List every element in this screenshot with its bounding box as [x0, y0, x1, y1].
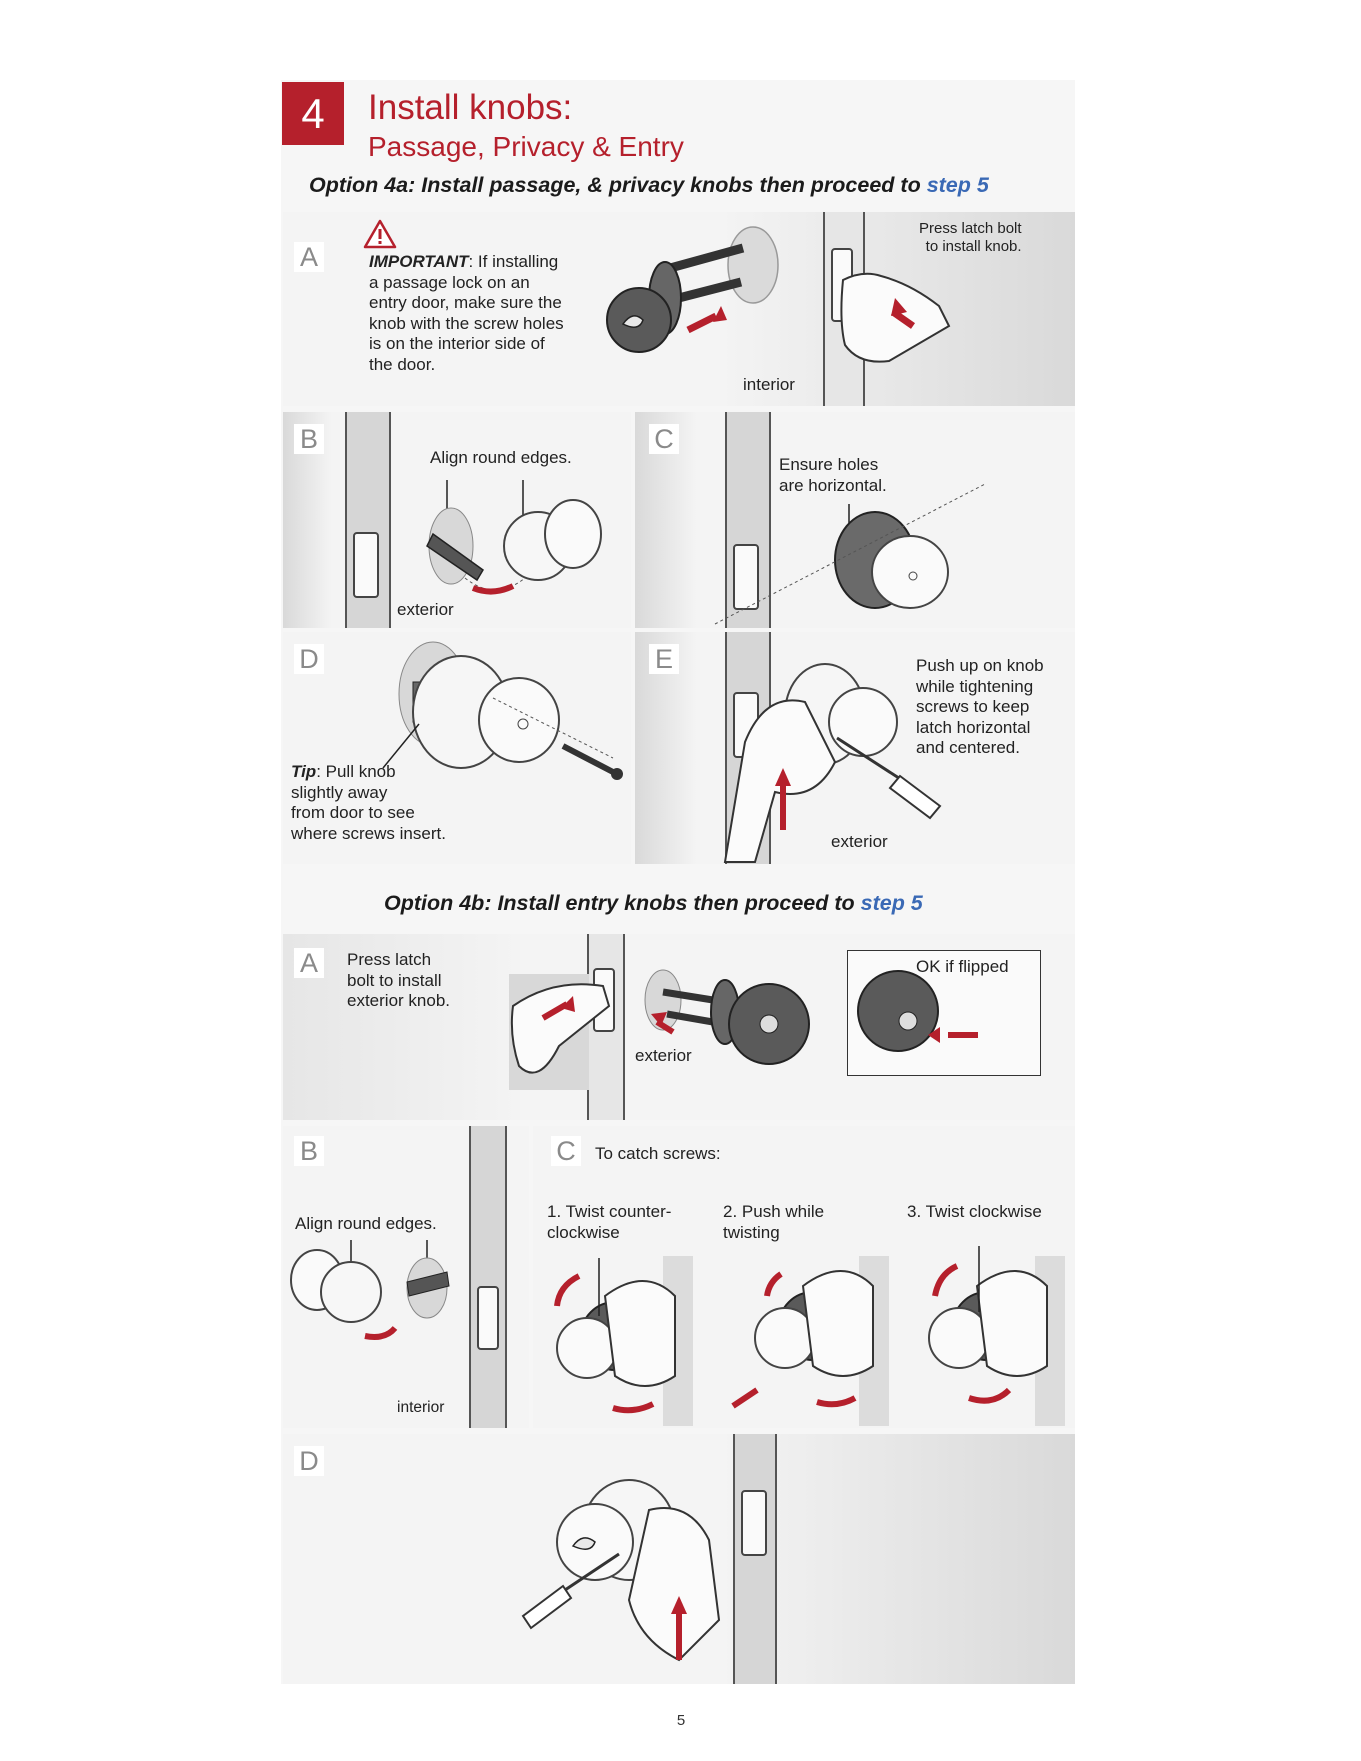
page-number: 5 [676, 1712, 686, 1729]
option-4b-heading-text: Option 4b: Install entry knobs then proc… [384, 891, 861, 915]
option-4b-step-link[interactable]: step 5 [860, 891, 923, 915]
exterior-label-4a-e: exterior [831, 832, 888, 851]
panel-4a-e: E Push up on knob while tightening screw… [635, 632, 1075, 864]
catch-screws-label: To catch screws: [595, 1144, 721, 1163]
interior-label-4a-a: interior [743, 375, 795, 394]
tip-label: Tip [291, 762, 317, 781]
interior-label-4b-b: interior [397, 1399, 445, 1416]
important-label: IMPORTANT [369, 252, 469, 271]
press-latch-label-4b: Press latch bolt to install exterior kno… [347, 950, 450, 1010]
step-letter-4a-d: D [294, 644, 324, 674]
align-edges-illustration [426, 480, 602, 595]
pull-knob-illustration [382, 641, 623, 780]
catch-step-2: 2. Push while twisting [723, 1202, 825, 1242]
panel-4a-a: A IMPORTANT: If installing a passage loc… [283, 212, 1075, 406]
final-tighten-illustration [521, 1479, 721, 1662]
align-edges-4b-illustration [290, 1240, 450, 1340]
push-while-twisting-illustration [731, 1256, 889, 1426]
ensure-holes-label: Ensure holes are horizontal. [779, 455, 887, 495]
step-letter-4b-a: A [294, 948, 324, 978]
panel-4a-d: D Tip: Pull knob slightly away from door… [283, 632, 631, 864]
horizontal-holes-illustration [714, 483, 986, 625]
panel-4a-b: B Align round edges. exterior [283, 412, 631, 628]
panel-4b-a: A Press latch bolt to install exterior k… [283, 934, 1075, 1120]
catch-step-3: 3. Twist clockwise [907, 1202, 1042, 1221]
option-4a-heading-text: Option 4a: Install passage, & privacy kn… [309, 173, 927, 197]
align-label-4a-b: Align round edges. [430, 448, 572, 467]
step-letter-4b-d: D [294, 1446, 324, 1476]
page-subtitle: Passage, Privacy & Entry [368, 131, 684, 162]
step-letter-4a-e: E [649, 644, 679, 674]
tip-text: : Pull knob slightly away from door to s… [291, 762, 446, 843]
entry-knob-illustration [644, 969, 810, 1065]
door-edge-4b-b [469, 1126, 507, 1428]
align-label-4b-b: Align round edges. [295, 1214, 437, 1233]
exterior-label-4a-b: exterior [397, 600, 454, 619]
flipped-knob-illustration [857, 970, 978, 1052]
press-latch-label-4a: Press latch bolt to install knob. [919, 220, 1022, 255]
option-4a-step-link[interactable]: step 5 [926, 173, 989, 197]
panel-4b-b: B Align round edges. interior [283, 1126, 529, 1428]
hand-press-latch-4b-icon [510, 983, 611, 1074]
hand-press-latch-icon [840, 272, 951, 363]
door-edge-4b-d [733, 1434, 777, 1684]
step-letter-4a-c: C [649, 424, 679, 454]
warning-triangle-icon [363, 219, 397, 249]
flipped-callout-box: OK if flipped [847, 950, 1041, 1076]
latch-plate-4a-c [733, 544, 759, 610]
push-up-label: Push up on knob while tightening screws … [916, 656, 1044, 757]
catch-step-1: 1. Twist counter- clockwise [547, 1202, 672, 1242]
important-text: : If installing a passage lock on an ent… [369, 252, 564, 374]
ok-if-flipped-label: OK if flipped [916, 957, 1009, 976]
panel-4b-d: D [283, 1434, 1075, 1684]
twist-clockwise-illustration [928, 1246, 1065, 1426]
tip-note: Tip: Pull knob slightly away from door t… [291, 762, 491, 844]
latch-plate-4b-b [477, 1286, 499, 1350]
panel-4a-c: C Ensure holes are horizontal. [635, 412, 1075, 628]
option-4a-heading: Option 4a: Install passage, & privacy kn… [309, 172, 989, 198]
step-letter-4a-b: B [294, 424, 324, 454]
step-number-badge: 4 [282, 82, 344, 145]
exterior-label-4b-a: exterior [635, 1046, 692, 1065]
latch-plate-4a-b [353, 532, 379, 598]
panel-4b-c: C To catch screws: 1. Twist counter- clo… [533, 1126, 1075, 1428]
option-4b-heading: Option 4b: Install entry knobs then proc… [384, 890, 923, 916]
tighten-screws-illustration [723, 663, 942, 863]
page-title: Install knobs: [368, 88, 573, 127]
twist-counterclockwise-illustration [554, 1256, 693, 1426]
important-note: IMPORTANT: If installing a passage lock … [369, 252, 629, 375]
latch-plate-4b-d [741, 1490, 767, 1556]
step-letter-4a-a: A [294, 242, 324, 272]
passage-knob-illustration [606, 226, 779, 353]
step-letter-4b-b: B [294, 1136, 324, 1166]
door-edge-4a-c [725, 412, 771, 628]
step-letter-4b-c: C [551, 1136, 581, 1166]
